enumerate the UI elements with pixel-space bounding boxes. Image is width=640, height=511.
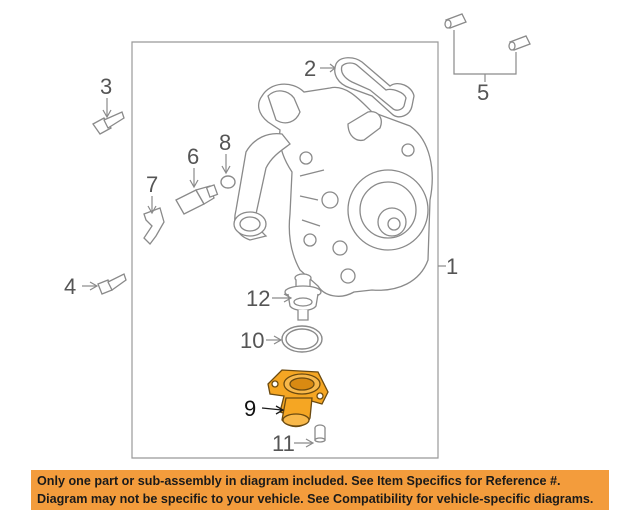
bolt-11 [314, 424, 326, 443]
disclaimer-line-2: Diagram may not be specific to your vehi… [37, 492, 594, 506]
water-pump-housing [233, 83, 433, 297]
callout-2: 2 [304, 56, 316, 81]
thermostat [284, 273, 322, 321]
callout-7: 7 [146, 172, 158, 197]
leader-lines [82, 63, 446, 448]
temperature-sensor [175, 184, 219, 215]
bolt-4 [97, 273, 127, 295]
gasket [334, 57, 415, 118]
callout-bracket-5 [453, 30, 517, 82]
callout-8: 8 [219, 130, 231, 155]
bolt-3 [92, 111, 125, 135]
parts-diagram: 1 2 3 4 5 6 7 8 9 10 11 12 [64, 13, 531, 459]
o-ring-8 [220, 175, 236, 189]
callout-10: 10 [240, 328, 264, 353]
callout-12: 12 [246, 286, 270, 311]
coolant-flange-highlighted [267, 369, 329, 428]
retaining-clip [143, 207, 165, 245]
callout-3: 3 [100, 74, 112, 99]
callout-4: 4 [64, 274, 76, 299]
dowel-pins [444, 13, 531, 51]
assembly-frame [131, 41, 439, 459]
callout-5: 5 [477, 80, 489, 105]
callout-6: 6 [187, 144, 199, 169]
callout-11: 11 [272, 431, 295, 456]
disclaimer-line-1: Only one part or sub-assembly in diagram… [37, 474, 561, 488]
disclaimer-banner: Only one part or sub-assembly in diagram… [31, 470, 609, 510]
callout-1: 1 [446, 254, 458, 279]
seal-ring [281, 325, 323, 353]
leader-line-9 [261, 405, 285, 415]
callout-9: 9 [244, 396, 256, 421]
